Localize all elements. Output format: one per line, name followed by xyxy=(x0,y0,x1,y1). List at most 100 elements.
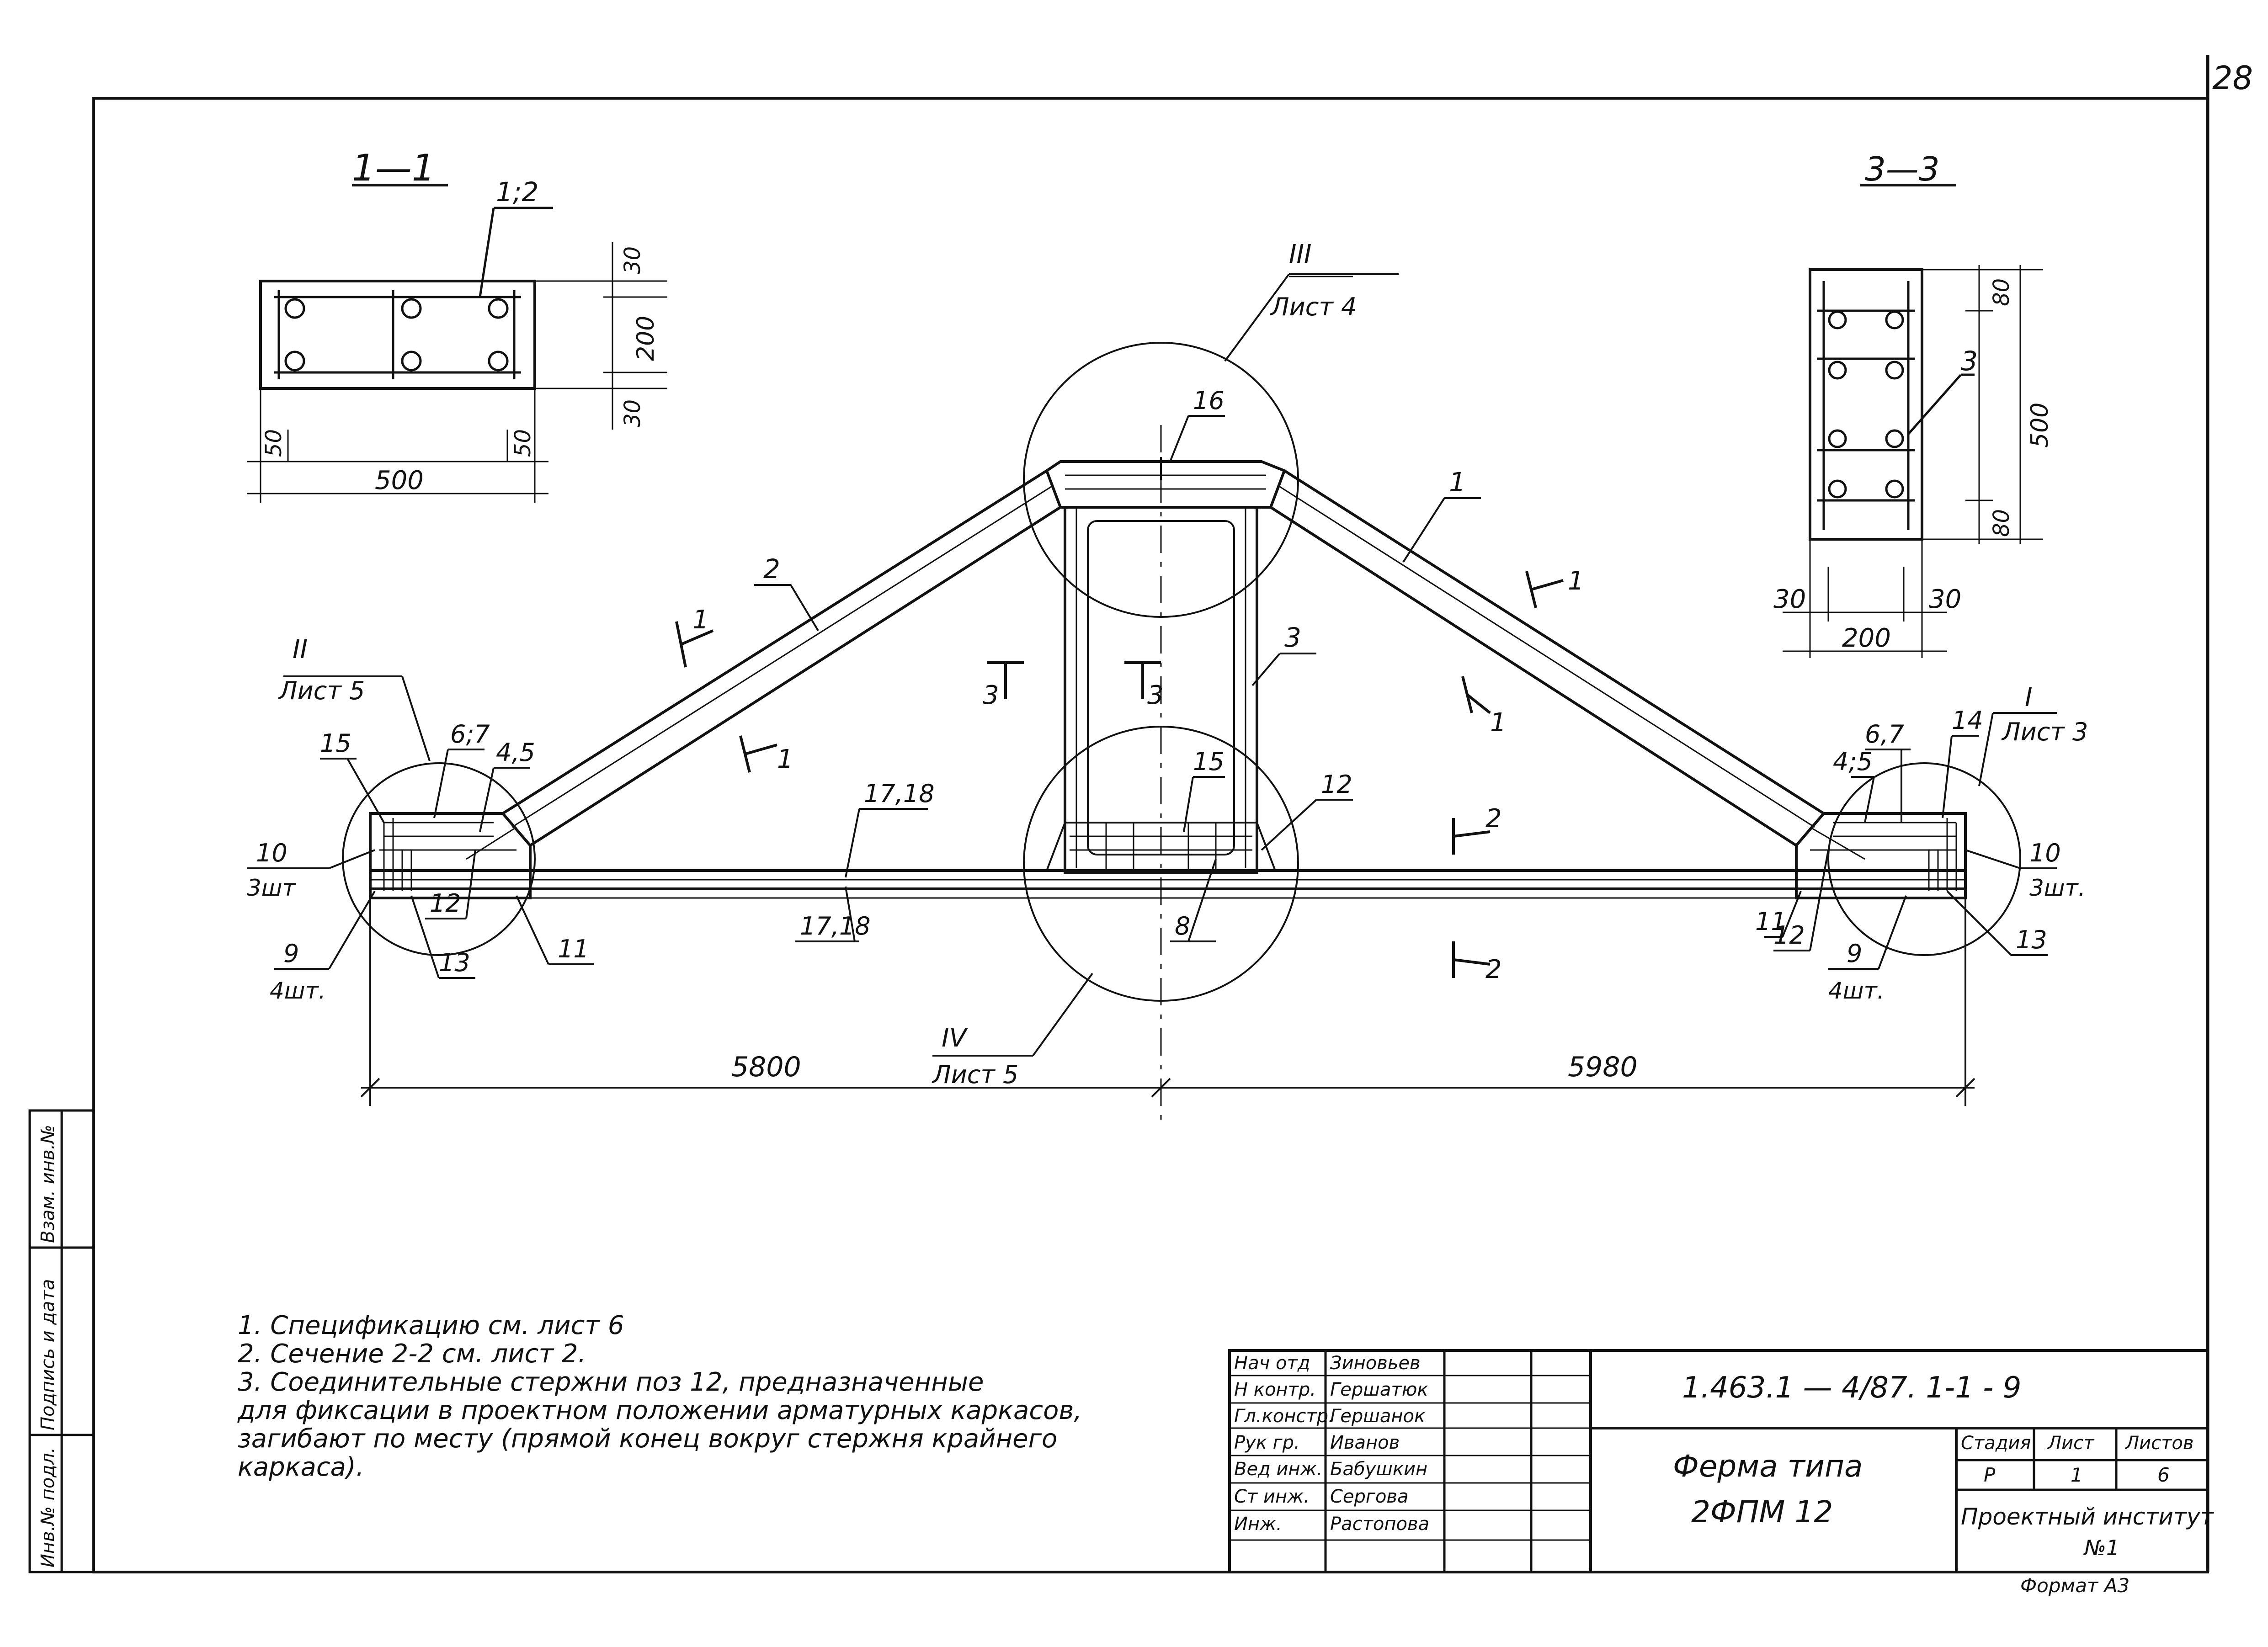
general-notes: 1. Спецификацию см. лист 6 2. Сечение 2-… xyxy=(238,1312,1198,1482)
cut-1d: 1 xyxy=(1490,708,1507,738)
overall-dimension xyxy=(360,898,1975,1106)
section-1-1-dim-width: 500 xyxy=(375,466,424,495)
tb-organization-number: №1 xyxy=(2084,1535,2120,1560)
section-3-3-dim-right: 30 xyxy=(1929,584,1961,614)
tb-role-3: Рук гр. xyxy=(1234,1432,1300,1453)
tb-document-code: 1.463.1 — 4/87. 1-1 - 9 xyxy=(1682,1371,2022,1405)
pos-2: 2 xyxy=(763,553,780,584)
pos-15-center: 15 xyxy=(1193,747,1225,776)
section-3-3-dim-mid: 500 xyxy=(2026,403,2054,448)
tb-name-2: Гершанок xyxy=(1330,1406,1426,1427)
note-1: 1. Спецификацию см. лист 6 xyxy=(238,1311,624,1340)
tb-role-0: Нач отд xyxy=(1234,1353,1310,1374)
tb-stage-value: Р xyxy=(1984,1464,1996,1486)
pos-16: 16 xyxy=(1193,386,1225,415)
pos-9-right-qty: 4шт. xyxy=(1828,978,1885,1004)
tb-role-6: Инж. xyxy=(1234,1514,1282,1535)
pos-4-5-right: 4;5 xyxy=(1833,747,1873,776)
section-3-3 xyxy=(1783,184,2043,658)
title-block-grid xyxy=(1228,1349,2209,1573)
detail-circles xyxy=(342,342,2021,1002)
tb-name-5: Сергова xyxy=(1330,1486,1409,1507)
section-3-3-title: 3—3 xyxy=(1865,150,1940,188)
section-3-3-dim-bot: 80 xyxy=(1989,509,2014,537)
tb-name-6: Растопова xyxy=(1330,1514,1430,1535)
stamp-sign-label: Подпись и дата xyxy=(37,1279,59,1430)
tb-name-0: Зиновьев xyxy=(1330,1353,1421,1374)
cut-3a: 3 xyxy=(983,680,999,710)
note-3-cont-2: загибают по месту (прямой конец вокруг с… xyxy=(238,1424,1058,1454)
cut-1a: 1 xyxy=(692,605,709,635)
section-1-1-dim-mid: 200 xyxy=(632,316,660,361)
callout-III-num: III xyxy=(1289,239,1312,269)
cut-3b: 3 xyxy=(1147,680,1164,710)
page-number: 28 xyxy=(2212,59,2253,97)
tb-name-line1: Ферма типа xyxy=(1673,1449,1863,1484)
cut-2b: 2 xyxy=(1485,955,1502,984)
pos-10-left-qty: 3шт xyxy=(247,875,297,901)
note-2: 2. Сечение 2-2 см. лист 2. xyxy=(238,1339,586,1369)
pos-9-right: 9 xyxy=(1847,939,1862,968)
cut-marks xyxy=(675,571,1564,978)
pos-6-7-right: 6,7 xyxy=(1865,720,1904,749)
callout-II-sheet: Лист 5 xyxy=(278,676,365,705)
stamp-inv-label: Инв.№ подл. xyxy=(37,1447,59,1567)
pos-1: 1 xyxy=(1449,467,1466,498)
pos-13-left: 13 xyxy=(439,948,470,977)
note-3-cont-3: каркаса). xyxy=(238,1452,364,1482)
tb-role-1: Н контр. xyxy=(1234,1379,1316,1400)
callout-leaders xyxy=(283,273,2057,1057)
pos-12-center: 12 xyxy=(1321,770,1352,799)
pos-13-right: 13 xyxy=(2016,925,2047,954)
note-3-cont-1: для фиксации в проектном положении армат… xyxy=(238,1396,1082,1425)
section-1-1-dim-right: 50 xyxy=(510,429,536,457)
pos-11-right: 11 xyxy=(1755,907,1787,936)
tb-format: Формат А3 xyxy=(2020,1574,2130,1597)
tb-name-line2: 2ФПМ 12 xyxy=(1691,1494,1833,1530)
tb-sheet-value: 1 xyxy=(2071,1464,2083,1486)
pos-3: 3 xyxy=(1284,622,1301,653)
note-3: 3. Соединительные стержни поз 12, предна… xyxy=(238,1367,984,1397)
dim-right-span: 5980 xyxy=(1568,1051,1638,1083)
pos-10-right: 10 xyxy=(2029,839,2061,867)
sheet-frame xyxy=(92,55,2209,1573)
pos-8: 8 xyxy=(1175,912,1190,940)
section-3-3-dim-left: 30 xyxy=(1773,584,1806,614)
callout-IV-sheet: Лист 5 xyxy=(932,1060,1018,1089)
tb-sheets-header: Листов xyxy=(2125,1433,2194,1454)
tb-name-3: Иванов xyxy=(1330,1432,1400,1453)
pos-10-left: 10 xyxy=(256,839,287,867)
pos-12-right: 12 xyxy=(1773,921,1805,950)
tb-name-4: Бабушкин xyxy=(1330,1459,1428,1480)
position-leaders xyxy=(247,415,2057,979)
pos-9-left-qty: 4шт. xyxy=(270,978,326,1004)
pos-15-left: 15 xyxy=(320,729,351,758)
section-3-3-dim-width: 200 xyxy=(1842,623,1891,653)
callout-I-sheet: Лист 3 xyxy=(2001,717,2088,746)
pos-9-left: 9 xyxy=(283,939,299,968)
tb-sheet-header: Лист xyxy=(2048,1433,2094,1454)
tb-name-1: Гершатюк xyxy=(1330,1379,1428,1400)
callout-IV-num: IV xyxy=(942,1023,969,1053)
tb-organization: Проектный институт xyxy=(1961,1504,2214,1530)
cut-1c: 1 xyxy=(1568,566,1584,596)
cut-1b: 1 xyxy=(777,744,793,774)
pos-6-7-left: 6;7 xyxy=(450,720,490,749)
pos-11-left: 11 xyxy=(558,935,589,963)
tb-role-2: Гл.констр. xyxy=(1234,1406,1334,1427)
pos-17-18-top: 17,18 xyxy=(864,779,935,808)
section-3-3-pos: 3 xyxy=(1961,345,1978,377)
pos-12-left: 12 xyxy=(430,889,461,918)
section-1-1-dim-left: 50 xyxy=(261,429,287,457)
section-3-3-dim-top: 80 xyxy=(1989,278,2014,306)
section-1-1-dim-top: 30 xyxy=(620,246,645,274)
pos-4-5-left: 4,5 xyxy=(496,738,535,767)
callout-II-num: II xyxy=(293,635,308,664)
pos-14: 14 xyxy=(1952,706,1983,735)
tb-role-5: Ст инж. xyxy=(1234,1486,1310,1507)
callout-I-num: I xyxy=(2025,683,2033,712)
side-stamp xyxy=(28,1109,95,1573)
section-1-1-pos: 1;2 xyxy=(496,176,538,207)
tb-sheets-value: 6 xyxy=(2157,1464,2170,1486)
